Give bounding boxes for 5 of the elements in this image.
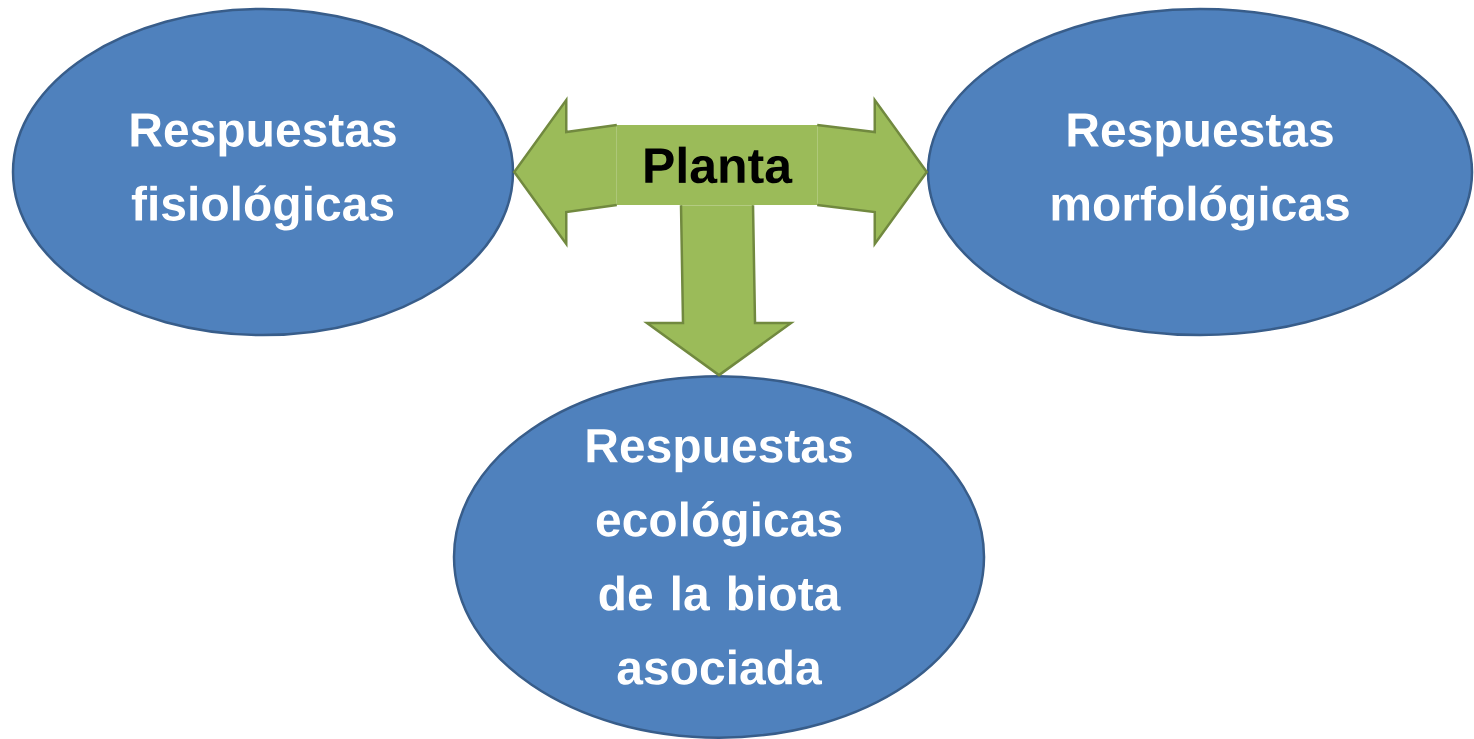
- block-arrow: [643, 203, 795, 377]
- block-arrow: [512, 96, 619, 248]
- block-arrow: [815, 96, 929, 248]
- arrow-hub: Planta: [617, 125, 817, 205]
- node-label: Planta: [645, 146, 793, 184]
